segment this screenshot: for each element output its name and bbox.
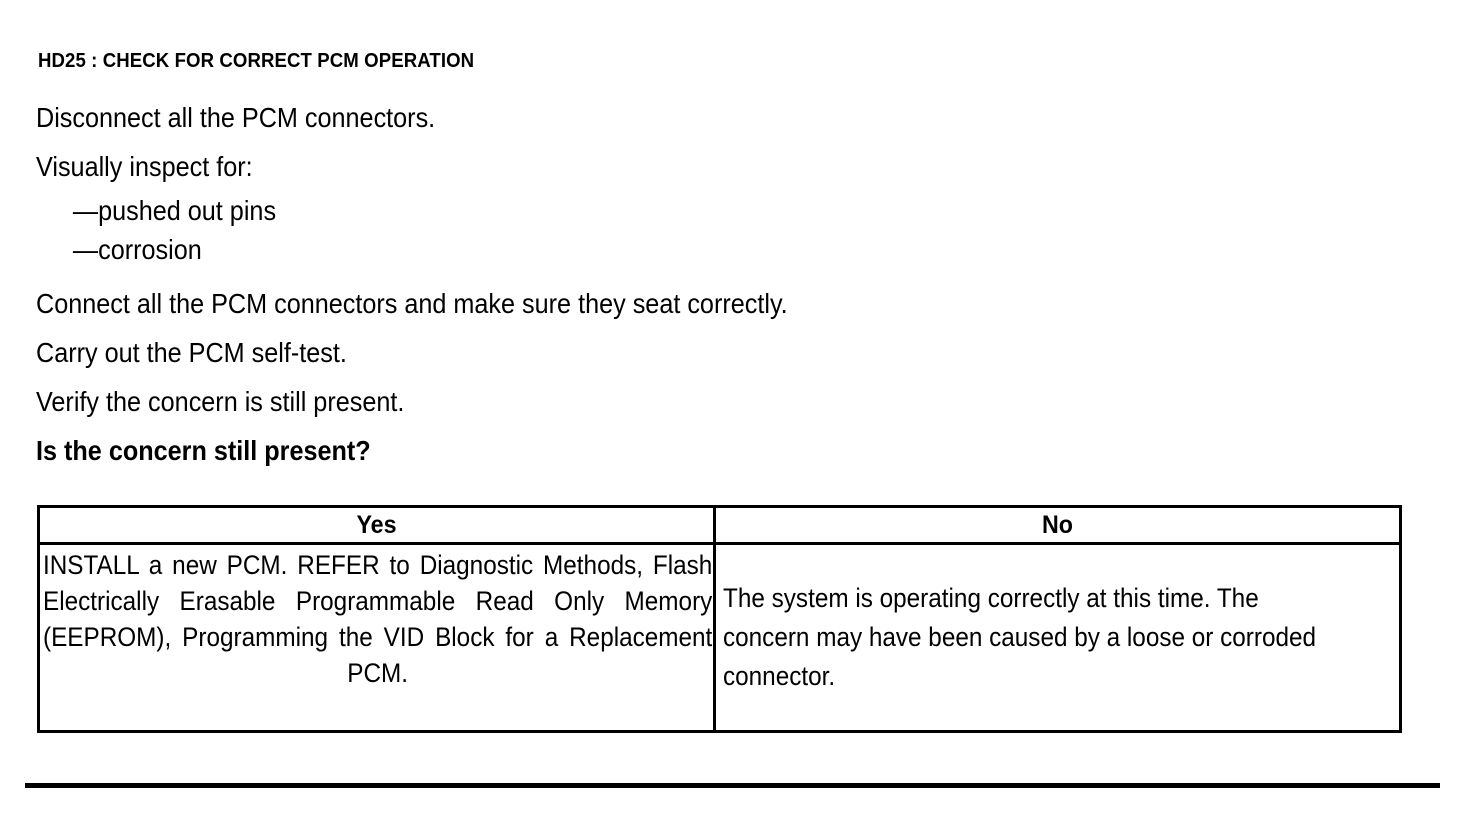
procedure-step: Disconnect all the PCM connectors. — [36, 102, 436, 133]
decision-question: Is the concern still present? — [36, 435, 371, 466]
decision-table: Yes No INSTALL a new PCM. REFER to Diagn… — [37, 505, 1402, 733]
procedure-step: Verify the concern is still present. — [36, 386, 405, 417]
table-header-cell-yes: Yes — [40, 508, 716, 542]
cell-text-yes: INSTALL a new PCM. REFER to Diagnostic M… — [43, 550, 713, 688]
column-header-label: Yes — [356, 510, 397, 539]
list-item: —pushed out pins — [72, 195, 277, 226]
table-cell-no: The system is operating correctly at thi… — [716, 545, 1399, 730]
procedure-step: Visually inspect for: — [36, 151, 253, 182]
procedure-step: Connect all the PCM connectors and make … — [36, 288, 788, 319]
column-header-label: No — [1041, 510, 1073, 539]
page-title: HD25 : CHECK FOR CORRECT PCM OPERATION — [38, 50, 475, 72]
footer-divider — [25, 783, 1440, 788]
list-item: —corrosion — [72, 234, 202, 265]
cell-text-no: The system is operating correctly at thi… — [723, 583, 1317, 691]
table-cell-yes: INSTALL a new PCM. REFER to Diagnostic M… — [40, 545, 716, 730]
procedure-step: Carry out the PCM self-test. — [36, 337, 347, 368]
procedure-steps: Disconnect all the PCM connectors. Visua… — [36, 93, 1416, 475]
table-header-row: Yes No — [40, 508, 1399, 545]
inspection-sub-list: —pushed out pins —corrosion — [36, 191, 1416, 269]
cell-content-wrapper: INSTALL a new PCM. REFER to Diagnostic M… — [40, 545, 713, 730]
cell-content-wrapper: The system is operating correctly at thi… — [716, 545, 1399, 730]
table-header-cell-no: No — [716, 508, 1399, 542]
spacer — [36, 269, 1416, 279]
table-row: INSTALL a new PCM. REFER to Diagnostic M… — [40, 545, 1399, 730]
